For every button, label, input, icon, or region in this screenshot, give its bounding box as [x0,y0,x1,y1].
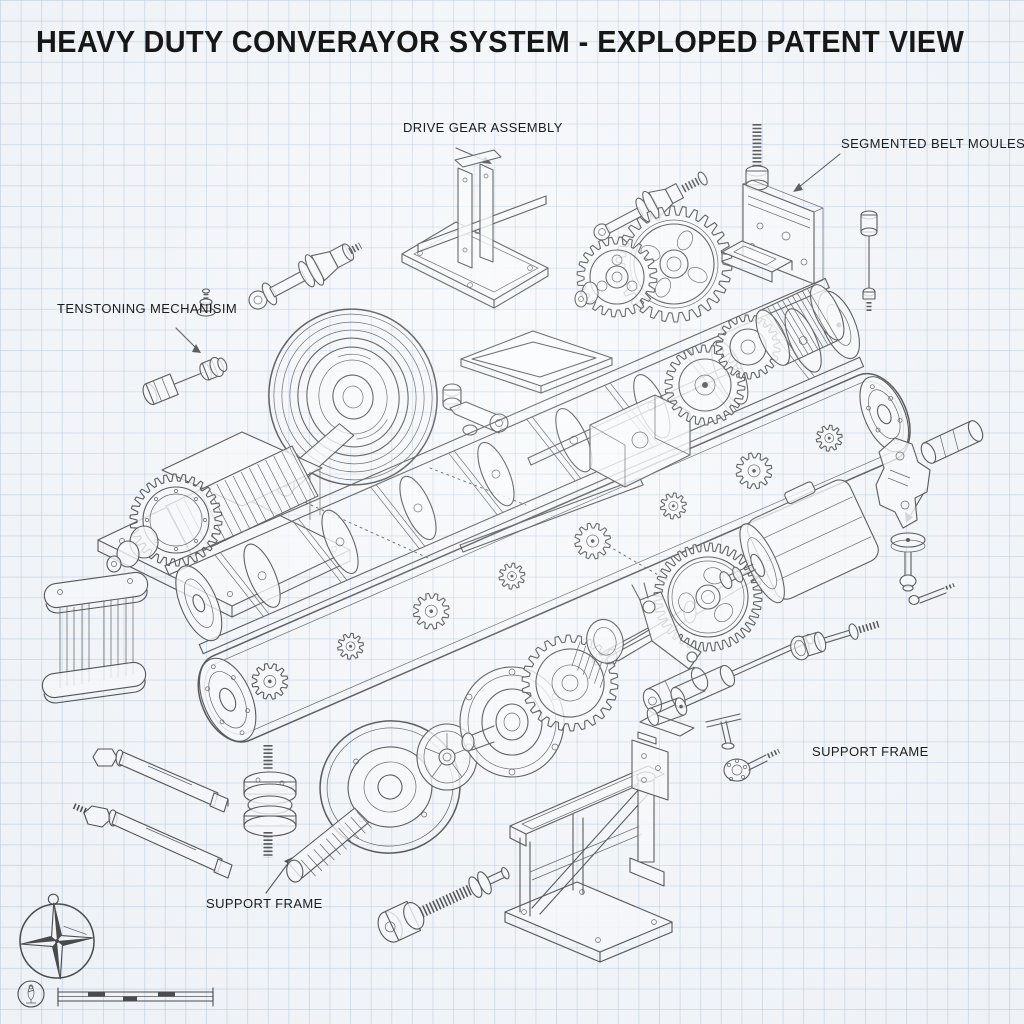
link-arm [442,383,509,436]
drive-gear-pair [574,205,733,323]
mounting-bracket [875,420,984,606]
callout-segmented-belt-modules: SEGMENTED BELT MOULES [841,136,1024,151]
small-screw [908,583,955,606]
support-frame-truss [504,697,695,963]
callout-drive-gear-assembly: DRIVE GEAR ASSEMBLY [403,120,563,135]
hex-bolt [790,620,880,661]
coupling-shaft [248,242,363,310]
callout-support-frame-right: SUPPORT FRAME [812,744,929,759]
callout-support-frame-lower: SUPPORT FRAME [206,896,323,911]
rail-bolt-1 [92,748,229,813]
callout-tensioning-mechanism: TENSTONING MECHANISIM [57,301,238,316]
t-pin [705,713,742,750]
scale-bar [57,987,214,1007]
flange-rosette [723,748,781,782]
compass-rose [19,893,95,980]
studded-spool [243,745,297,858]
small-bolt-glyph [196,288,216,317]
belt-module-bracket [721,124,824,285]
centre-gearbox [589,284,845,488]
rail-bolt-2 [72,803,233,879]
pillar-cage [41,571,149,704]
upper-shaft [593,171,708,241]
flanged-bolt [890,532,926,592]
tensioning-rod [142,356,228,405]
right-motor [719,479,879,604]
drive-gear-stand [401,149,549,309]
slim-stud [860,210,878,312]
square-frame [460,330,613,394]
helical-gear [521,618,624,732]
crank-arm [591,582,709,714]
threaded-shaft [377,867,510,943]
pillow-roller [639,697,695,737]
scale-symbol [17,980,45,1008]
page-title: HEAVY DUTY CONVERAYOR SYSTEM - EXPLOPED … [36,24,965,59]
chain-sprockets [251,424,843,700]
